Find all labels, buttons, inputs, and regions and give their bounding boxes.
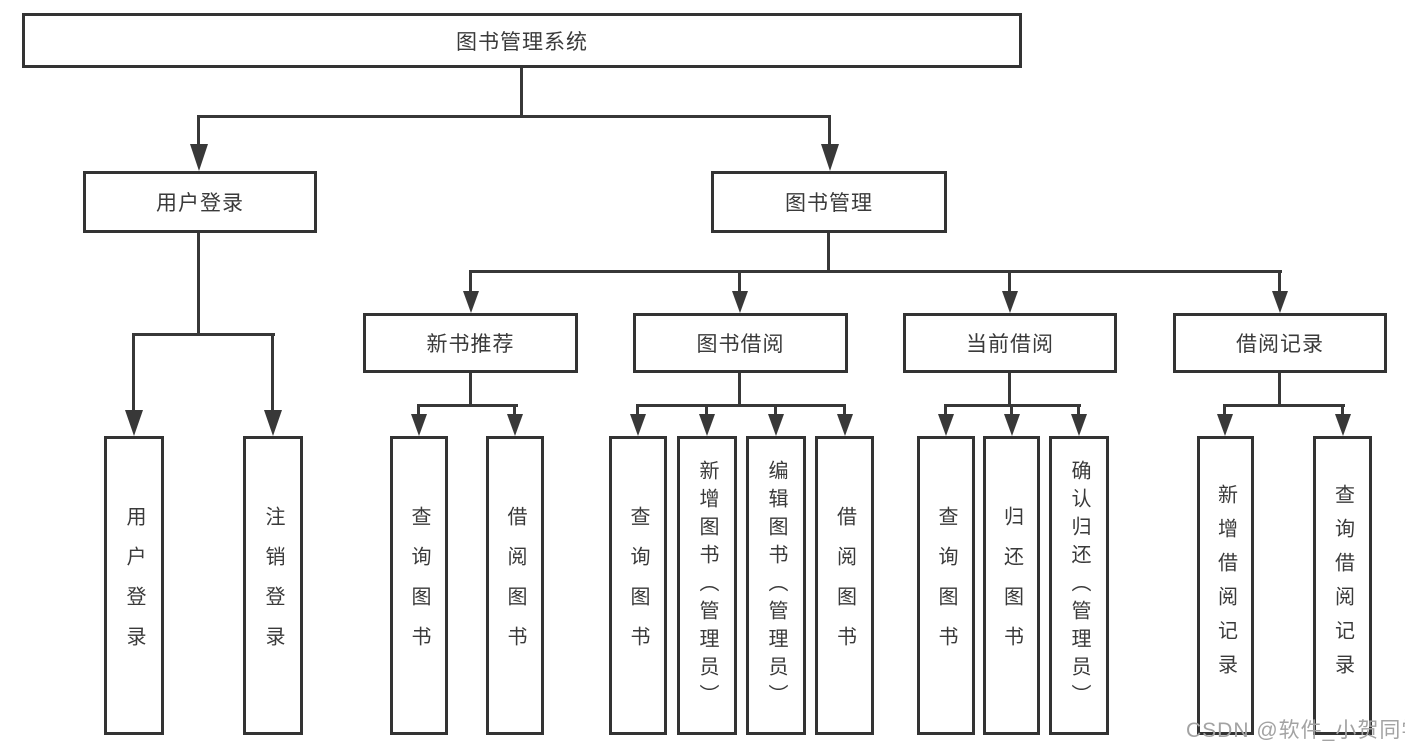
leaf-query-books-borrow: 查询图书 xyxy=(609,436,667,735)
node-book-management-label: 图书管理 xyxy=(785,192,873,215)
leaf-logout-label: 注销登录 xyxy=(262,505,284,666)
connector-line xyxy=(738,373,741,406)
connector-line xyxy=(1008,373,1011,406)
node-root-label: 图书管理系统 xyxy=(456,30,588,54)
connector-line xyxy=(1341,405,1344,416)
leaf-confirm-return-admin: 确认归还（管理员） xyxy=(1049,436,1109,735)
connector-line xyxy=(944,405,947,416)
connector-line xyxy=(944,404,1081,407)
leaf-return-books: 归还图书 xyxy=(983,436,1040,735)
arrowhead-down-icon xyxy=(1216,414,1233,436)
arrowhead-down-icon xyxy=(836,414,853,436)
arrowhead-down-icon xyxy=(820,144,839,171)
connector-line xyxy=(827,233,830,272)
node-book-borrow: 图书借阅 xyxy=(633,313,848,373)
connector-line xyxy=(1223,405,1226,416)
node-book-management: 图书管理 xyxy=(711,171,947,233)
node-new-book-recommend: 新书推荐 xyxy=(363,313,578,373)
arrowhead-down-icon xyxy=(731,291,748,313)
connector-line xyxy=(1010,405,1013,416)
leaf-query-books-borrow-label: 查询图书 xyxy=(627,505,649,666)
node-current-borrow: 当前借阅 xyxy=(903,313,1117,373)
leaf-user-login: 用户登录 xyxy=(104,436,164,735)
leaf-borrow-books-recommend-label: 借阅图书 xyxy=(504,505,526,666)
arrowhead-down-icon xyxy=(189,144,208,171)
node-borrow-records: 借阅记录 xyxy=(1173,313,1387,373)
node-new-book-recommend-label: 新书推荐 xyxy=(426,333,515,356)
leaf-query-borrow-record: 查询借阅记录 xyxy=(1313,436,1372,735)
csdn-watermark: CSDN @软件_小贺同学 xyxy=(1186,719,1405,742)
leaf-confirm-return-admin-label: 确认归还（管理员） xyxy=(1068,459,1090,712)
arrowhead-down-icon xyxy=(629,414,646,436)
leaf-add-borrow-record: 新增借阅记录 xyxy=(1197,436,1254,735)
connector-line xyxy=(774,405,777,416)
node-current-borrow-label: 当前借阅 xyxy=(966,333,1054,356)
leaf-borrow-books-label: 借阅图书 xyxy=(833,505,856,666)
connector-line xyxy=(1008,271,1011,293)
leaf-borrow-books: 借阅图书 xyxy=(815,436,874,735)
connector-line xyxy=(843,405,846,416)
arrowhead-down-icon xyxy=(506,414,523,436)
arrowhead-down-icon xyxy=(263,410,282,436)
node-user-login-label: 用户登录 xyxy=(156,192,244,215)
connector-line xyxy=(417,404,518,407)
leaf-edit-book-admin-label: 编辑图书（管理员） xyxy=(765,459,787,712)
leaf-query-books-current-label: 查询图书 xyxy=(935,505,957,666)
connector-line xyxy=(197,115,831,118)
leaf-add-book-admin-label: 新增图书（管理员） xyxy=(696,459,718,712)
arrowhead-down-icon xyxy=(767,414,784,436)
leaf-borrow-books-recommend: 借阅图书 xyxy=(486,436,544,735)
connector-line xyxy=(417,405,420,416)
connector-line xyxy=(271,334,274,412)
leaf-logout: 注销登录 xyxy=(243,436,303,735)
arrowhead-down-icon xyxy=(1271,291,1288,313)
leaf-add-book-admin: 新增图书（管理员） xyxy=(677,436,737,735)
arrowhead-down-icon xyxy=(1334,414,1351,436)
connector-line xyxy=(1077,405,1080,416)
connector-line xyxy=(1278,373,1281,406)
connector-line xyxy=(469,373,472,406)
leaf-return-books-label: 归还图书 xyxy=(1000,505,1023,666)
arrowhead-down-icon xyxy=(1070,414,1087,436)
leaf-user-login-label: 用户登录 xyxy=(123,505,145,666)
node-book-borrow-label: 图书借阅 xyxy=(696,333,785,356)
node-user-login: 用户登录 xyxy=(83,171,317,233)
connector-line xyxy=(469,270,1282,273)
arrowhead-down-icon xyxy=(462,291,479,313)
node-borrow-records-label: 借阅记录 xyxy=(1236,333,1324,356)
connector-line xyxy=(738,271,741,293)
connector-line xyxy=(132,334,135,412)
leaf-query-books-recommend-label: 查询图书 xyxy=(408,505,430,666)
connector-line xyxy=(197,116,200,148)
connector-line xyxy=(705,405,708,416)
arrowhead-down-icon xyxy=(410,414,427,436)
node-root: 图书管理系统 xyxy=(22,13,1022,68)
arrowhead-down-icon xyxy=(124,410,143,436)
connector-line xyxy=(132,333,275,336)
arrowhead-down-icon xyxy=(698,414,715,436)
leaf-query-borrow-record-label: 查询借阅记录 xyxy=(1331,483,1354,688)
leaf-add-borrow-record-label: 新增借阅记录 xyxy=(1214,483,1237,688)
connector-line xyxy=(636,404,846,407)
arrowhead-down-icon xyxy=(1003,414,1020,436)
arrowhead-down-icon xyxy=(937,414,954,436)
connector-line xyxy=(1223,404,1345,407)
connector-line xyxy=(828,116,831,148)
leaf-edit-book-admin: 编辑图书（管理员） xyxy=(746,436,806,735)
arrowhead-down-icon xyxy=(1001,291,1018,313)
connector-line xyxy=(469,271,472,293)
connector-line xyxy=(520,68,523,118)
connector-line xyxy=(1278,271,1281,293)
leaf-query-books-recommend: 查询图书 xyxy=(390,436,448,735)
connector-line xyxy=(197,233,200,335)
leaf-query-books-current: 查询图书 xyxy=(917,436,975,735)
connector-line xyxy=(513,405,516,416)
connector-line xyxy=(636,405,639,416)
